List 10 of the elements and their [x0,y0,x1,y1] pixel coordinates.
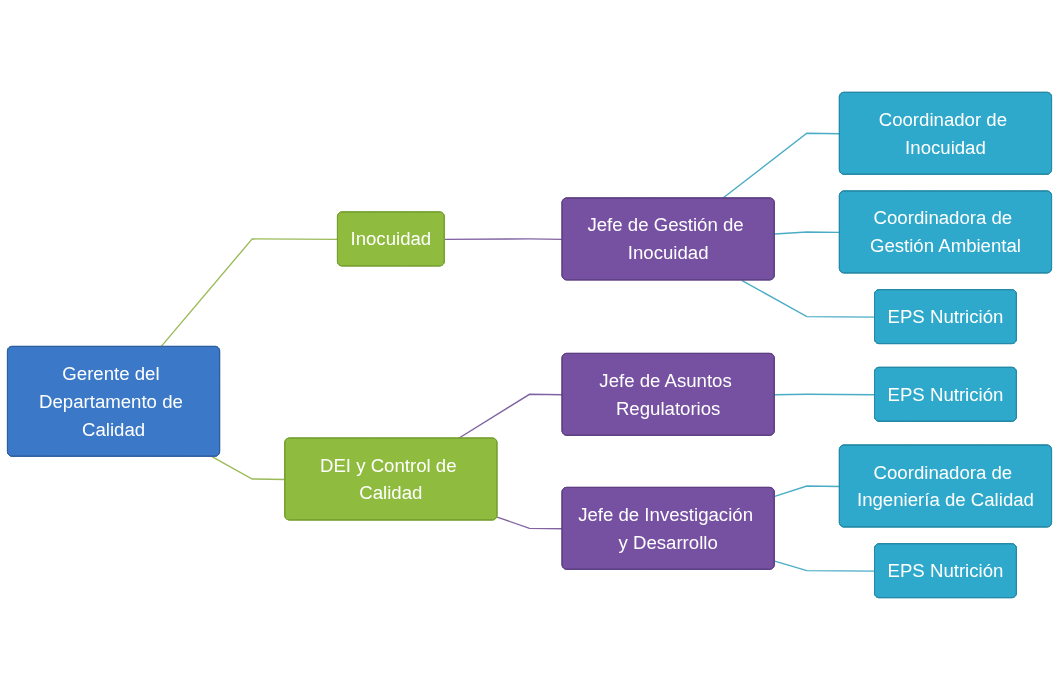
connector [457,393,564,440]
connector [774,393,876,396]
connector [444,238,564,241]
connector [774,231,841,235]
connector [774,560,876,572]
connector [211,455,286,481]
connector [496,516,564,530]
connector [160,238,339,348]
connector [741,279,876,318]
connector [774,485,841,498]
